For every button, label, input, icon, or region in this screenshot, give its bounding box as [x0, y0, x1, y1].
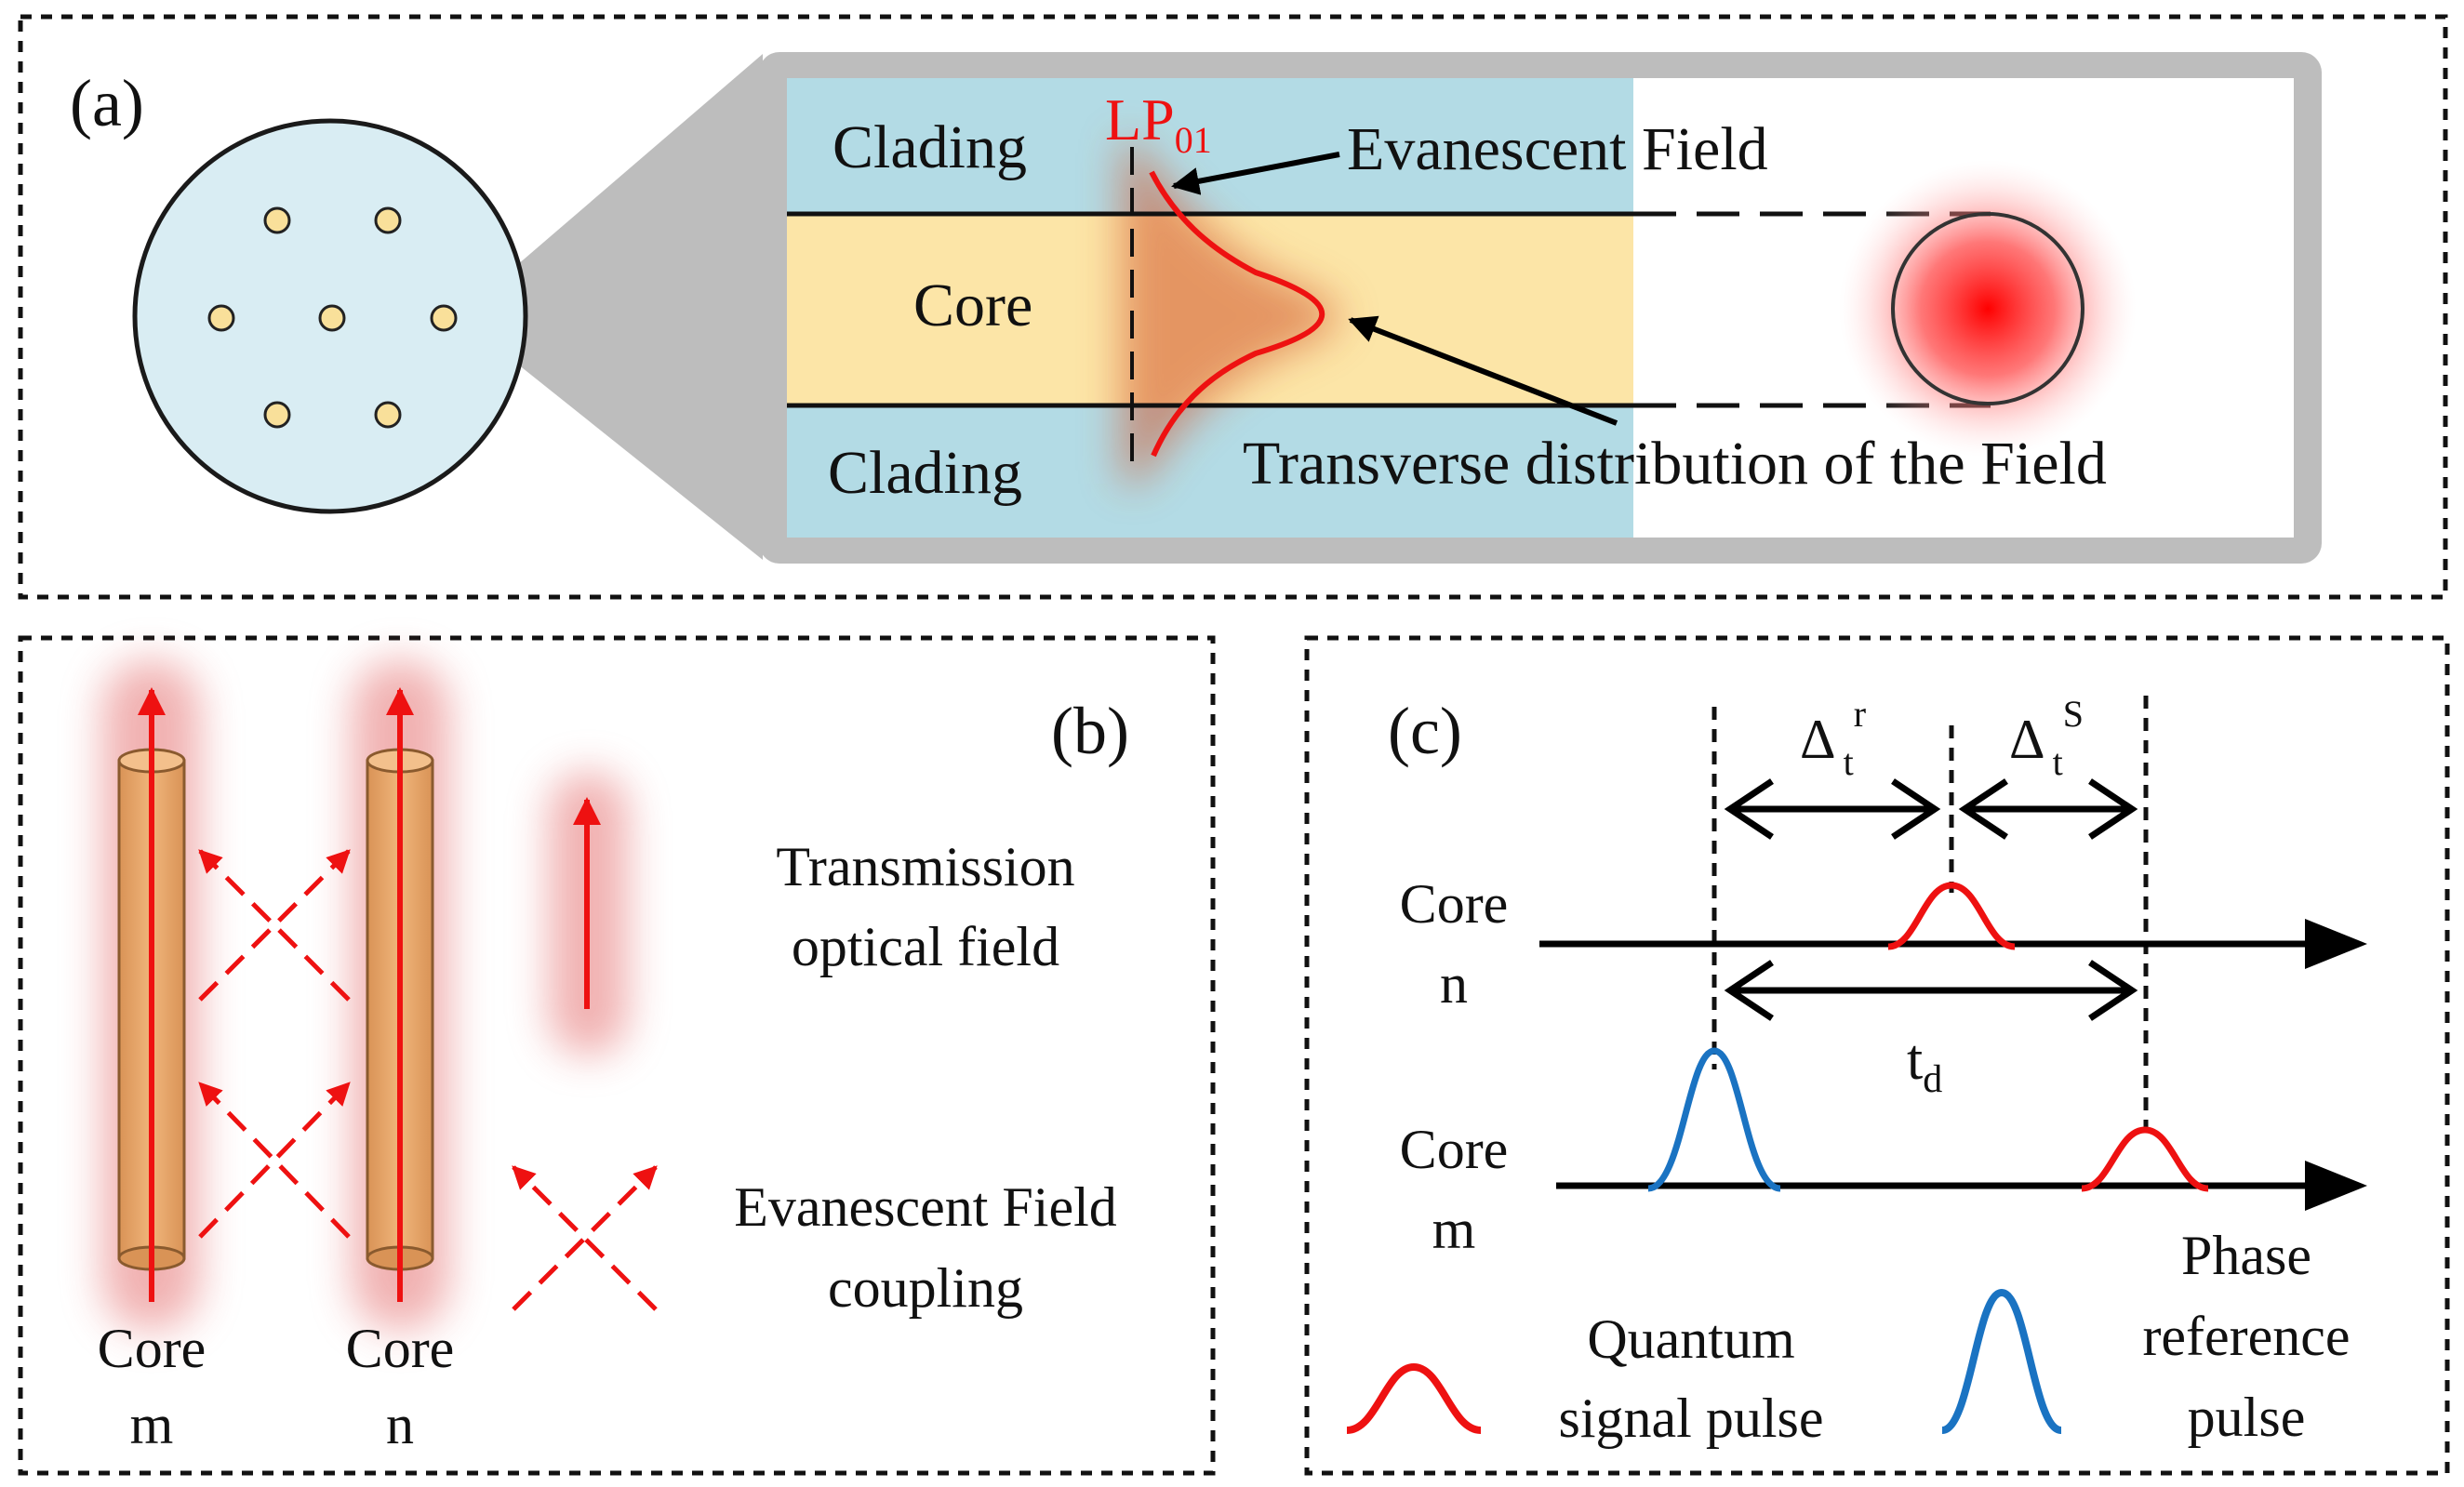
panel-b-frame: [18, 635, 1216, 1476]
core-dot: [318, 304, 346, 332]
delta-s-arrow-head-left: [1958, 778, 2008, 840]
coupling-arrow: [198, 849, 351, 1002]
fiber-core-dots: [207, 206, 458, 429]
core-m-label-line1: Core: [98, 1318, 206, 1379]
coupling-arrow: [512, 1165, 658, 1311]
core-n-signal-pulse: [1887, 882, 2016, 950]
legend-phase-line1: Phase: [2181, 1225, 2311, 1286]
delta-r-arrow-head-left: [1724, 778, 1774, 840]
core-dot: [430, 304, 458, 332]
field-profile-curve: [1149, 170, 1325, 458]
delta-r-arrow: [1724, 778, 1941, 840]
panel-a: (a) Cladin: [18, 14, 2448, 600]
core-m-label-line2: m: [130, 1394, 174, 1455]
panel-a-frame: [18, 14, 2448, 600]
legend-coupling-cross: [512, 1165, 658, 1311]
legend-phase-line2: reference: [2142, 1306, 2350, 1367]
core-dot: [263, 206, 291, 234]
panel-b: (b) Transmission op: [18, 635, 1216, 1476]
legend-transmission-line2: optical field: [792, 916, 1059, 977]
core-rod-n: [366, 687, 434, 1302]
cladding-bottom-label: Clading: [828, 439, 1022, 507]
core-n-label-line2: n: [1440, 953, 1468, 1015]
legend-quantum-pulse-icon: [1346, 1362, 1482, 1434]
field-glow: [1121, 139, 1339, 484]
core-dot: [207, 304, 235, 332]
legend-transmission-line1: Transmission: [776, 836, 1074, 897]
panel-b-label: (b): [1051, 694, 1129, 768]
core-m-reference-pulse: [1647, 1047, 1781, 1192]
td-arrow-head-left: [1724, 960, 1774, 1021]
td-arrow-head-right: [2088, 960, 2138, 1021]
evanescent-pointer-arrow: [1171, 152, 1340, 195]
zoom-cone: [458, 54, 763, 560]
legend-phase-line3: pulse: [2188, 1387, 2306, 1448]
delta-s-arrow-head-right: [2088, 778, 2138, 840]
td-arrow: [1724, 960, 2138, 1021]
transverse-pointer-arrow: [1348, 315, 1618, 426]
legend-quantum-line1: Quantum: [1587, 1308, 1794, 1370]
coupling-arrow: [198, 849, 351, 1002]
core-dot: [263, 401, 291, 429]
evanescent-field-label: Evanescent Field: [1347, 115, 1768, 183]
coupling-arrow: [198, 1082, 351, 1239]
core-m-label-line1: Core: [1400, 1119, 1509, 1180]
legend-coupling-line2: coupling: [828, 1257, 1023, 1319]
coupling-arrow: [512, 1165, 658, 1311]
delta-s-arrow: [1958, 778, 2138, 840]
legend-phase-pulse-icon: [1940, 1288, 2063, 1434]
core-m-signal-pulse: [2081, 1126, 2209, 1192]
core-m-label-line2: m: [1432, 1199, 1476, 1260]
coupling-arrow: [198, 1082, 351, 1239]
core-m-timeline-head: [2305, 1161, 2367, 1211]
panel-c-frame: [1304, 635, 2450, 1476]
coupling-cross-upper: [198, 849, 351, 1002]
panel-a-label: (a): [70, 66, 144, 140]
core-label: Core: [913, 272, 1032, 339]
mode-spot-glow: [1839, 160, 2137, 458]
core-n-label-line2: n: [386, 1394, 414, 1455]
mode-label: LP01: [1105, 86, 1212, 161]
td-label: td: [1907, 1029, 1942, 1101]
legend-quantum-line2: signal pulse: [1559, 1387, 1824, 1449]
delta-r-arrow-head-right: [1891, 778, 1941, 840]
legend-coupling-line1: Evanescent Field: [734, 1176, 1117, 1238]
core-rod-m: [117, 687, 186, 1302]
core-dot: [374, 401, 402, 429]
transverse-distribution-label: Transverse distribution of the Field: [1243, 430, 2107, 498]
core-dot: [374, 206, 402, 234]
core-n-timeline-head: [2305, 919, 2367, 969]
mode-spot-outline: [1891, 212, 2084, 405]
cladding-top-label: Clading: [832, 113, 1027, 181]
core-n-label-line1: Core: [1400, 873, 1509, 935]
coupling-cross-lower: [198, 1082, 351, 1239]
core-n-label-line1: Core: [346, 1318, 455, 1379]
panel-c-label: (c): [1388, 694, 1462, 768]
